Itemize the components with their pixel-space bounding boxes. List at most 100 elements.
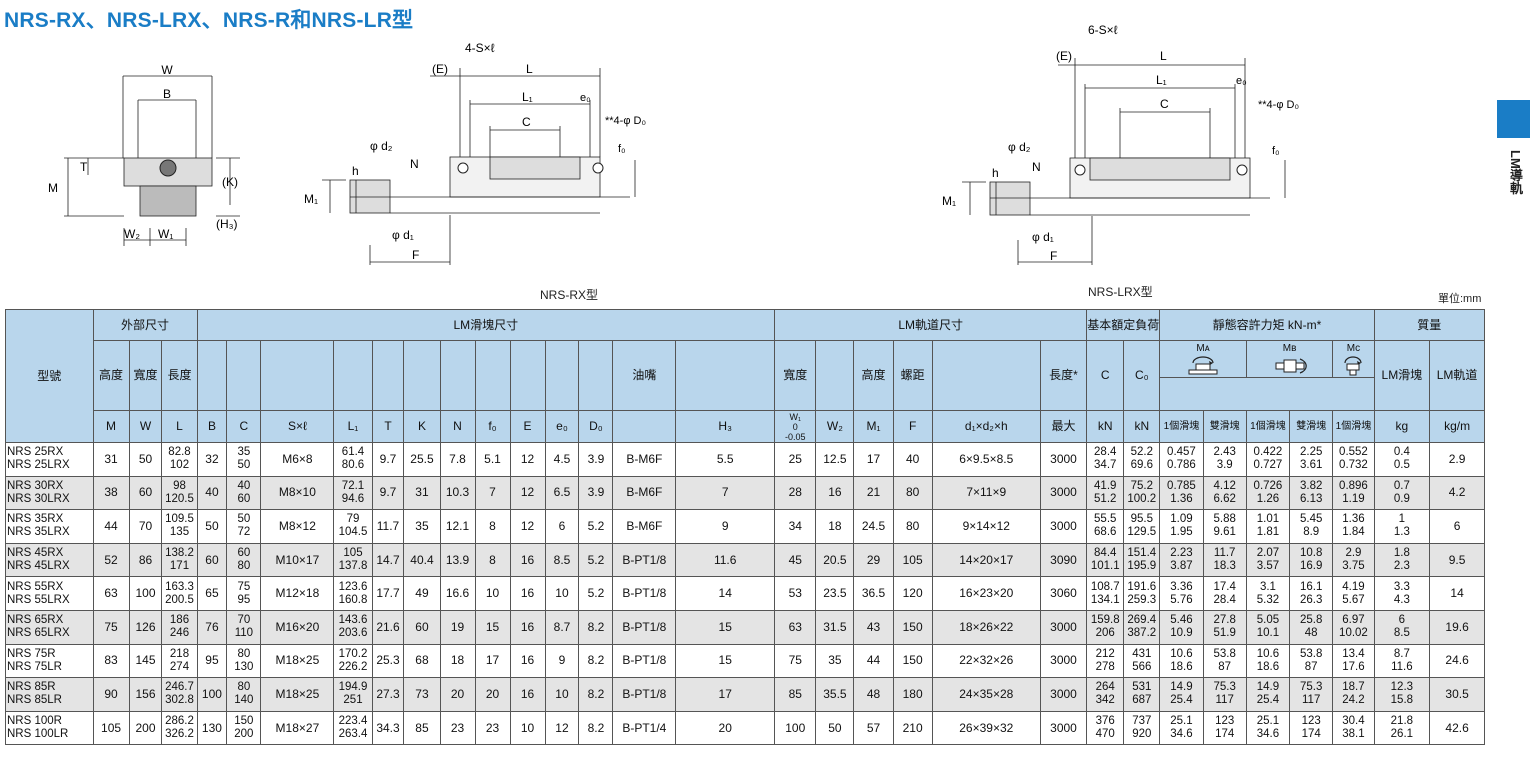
cell-M: 38 <box>92 475 130 511</box>
cell-M1: 29 <box>853 542 894 578</box>
cell-M1: 21 <box>853 475 894 511</box>
cell-Lmax: 3000 <box>1039 442 1088 477</box>
dim-W: W <box>161 63 173 77</box>
cell-f0: 23 <box>474 710 511 746</box>
cell-grease: B-PT1/8 <box>612 677 677 712</box>
cell-W: 126 <box>128 609 163 645</box>
rx-caption: NRS-RX型 <box>540 288 599 302</box>
header-MA: Mᴀ <box>1196 343 1210 354</box>
cell-T: 14.7 <box>371 542 405 578</box>
cell-M: 105 <box>92 710 130 746</box>
sym-d: d₁×d₂×h <box>931 410 1041 443</box>
cell-T: 21.6 <box>371 609 405 645</box>
lrx-dim-d2: φ d₂ <box>1008 140 1031 154</box>
lrx-dim-L: L <box>1160 49 1167 63</box>
cell-grease: B-M6F <box>612 442 677 477</box>
header-length-max: 長度* <box>1039 340 1088 411</box>
sym-F: F <box>892 410 933 443</box>
sym-L1: L₁ <box>333 410 373 443</box>
cell-D0: 8.2 <box>578 609 614 645</box>
lrx-dim-L1: L₁ <box>1156 73 1167 87</box>
cell-N: 16.6 <box>439 576 476 611</box>
spec-table: 型號 外部尺寸 LM滑塊尺寸 LM軌道尺寸 基本額定負荷 靜態容許力矩 kN-m… <box>5 309 1486 746</box>
rx-dim-f0: f₀ <box>618 143 626 155</box>
cell-T: 27.3 <box>371 677 405 712</box>
cell-K: 40.4 <box>403 542 441 578</box>
cell-f0: 15 <box>474 609 511 645</box>
cell-d: 9×14×12 <box>931 509 1041 544</box>
rx-dim-F: F <box>412 248 419 262</box>
cell-e0: 6.5 <box>544 475 580 511</box>
cell-K: 73 <box>403 677 441 712</box>
cell-W1: 100 <box>774 710 817 746</box>
cell-S: M18×25 <box>260 643 335 679</box>
cell-M: 52 <box>92 542 130 578</box>
cell-f0: 10 <box>474 576 511 611</box>
cell-K: 68 <box>403 643 441 679</box>
cell-F: 210 <box>892 710 933 746</box>
sym-N: N <box>439 410 476 443</box>
sym-MB-double: 雙滑塊 <box>1289 410 1334 443</box>
dim-T: T <box>80 160 88 174</box>
cell-W2: 16 <box>815 475 855 511</box>
cell-K: 85 <box>403 710 441 746</box>
lrx-side-view-drawing: 6-S×ℓ (E) L L₁ C e₀ **4-φ D₀ f₀ φ d₂ N h… <box>942 23 1299 265</box>
rx-dim-e0: e₀ <box>580 92 591 104</box>
cell-S: M8×10 <box>260 475 335 511</box>
moment-a-icon <box>1188 356 1218 375</box>
cell-W: 70 <box>128 509 163 544</box>
header-rail-height: 高度 <box>853 340 894 411</box>
cell-d: 14×20×17 <box>931 542 1041 578</box>
sym-H3: H₃ <box>675 410 776 443</box>
cell-B: 32 <box>196 442 228 477</box>
cell-e0: 12 <box>544 710 580 746</box>
cell-kgm: 6 <box>1429 509 1485 544</box>
sym-E: E <box>509 410 546 443</box>
sym-K: K <box>403 410 441 443</box>
cell-H3: 14 <box>675 576 776 611</box>
sym-B: B <box>196 410 228 443</box>
cell-F: 120 <box>892 576 933 611</box>
cell-S: M8×12 <box>260 509 335 544</box>
sym-MC-single: 1個滑塊 <box>1332 410 1375 443</box>
cell-N: 18 <box>439 643 476 679</box>
cell-D0: 5.2 <box>578 509 614 544</box>
lrx-dim-E: (E) <box>1056 49 1072 63</box>
cell-M: 31 <box>92 442 130 477</box>
cell-E: 12 <box>509 509 546 544</box>
cell-W2: 31.5 <box>815 609 855 645</box>
header-mass: 質量 <box>1373 309 1486 341</box>
sym-W2: W₂ <box>815 410 855 443</box>
cell-B: 60 <box>196 542 228 578</box>
rx-dim-d2: φ d₂ <box>370 139 393 153</box>
cell-W2: 35 <box>815 643 855 679</box>
header-width: 寬度 <box>128 340 163 411</box>
cell-e0: 10 <box>544 576 580 611</box>
cell-F: 105 <box>892 542 933 578</box>
header-MC: Mᴄ <box>1346 343 1361 354</box>
cell-B: 50 <box>196 509 228 544</box>
cell-T: 9.7 <box>371 442 405 477</box>
header-mass-block: LM滑塊 <box>1373 340 1431 411</box>
cell-K: 25.5 <box>403 442 441 477</box>
